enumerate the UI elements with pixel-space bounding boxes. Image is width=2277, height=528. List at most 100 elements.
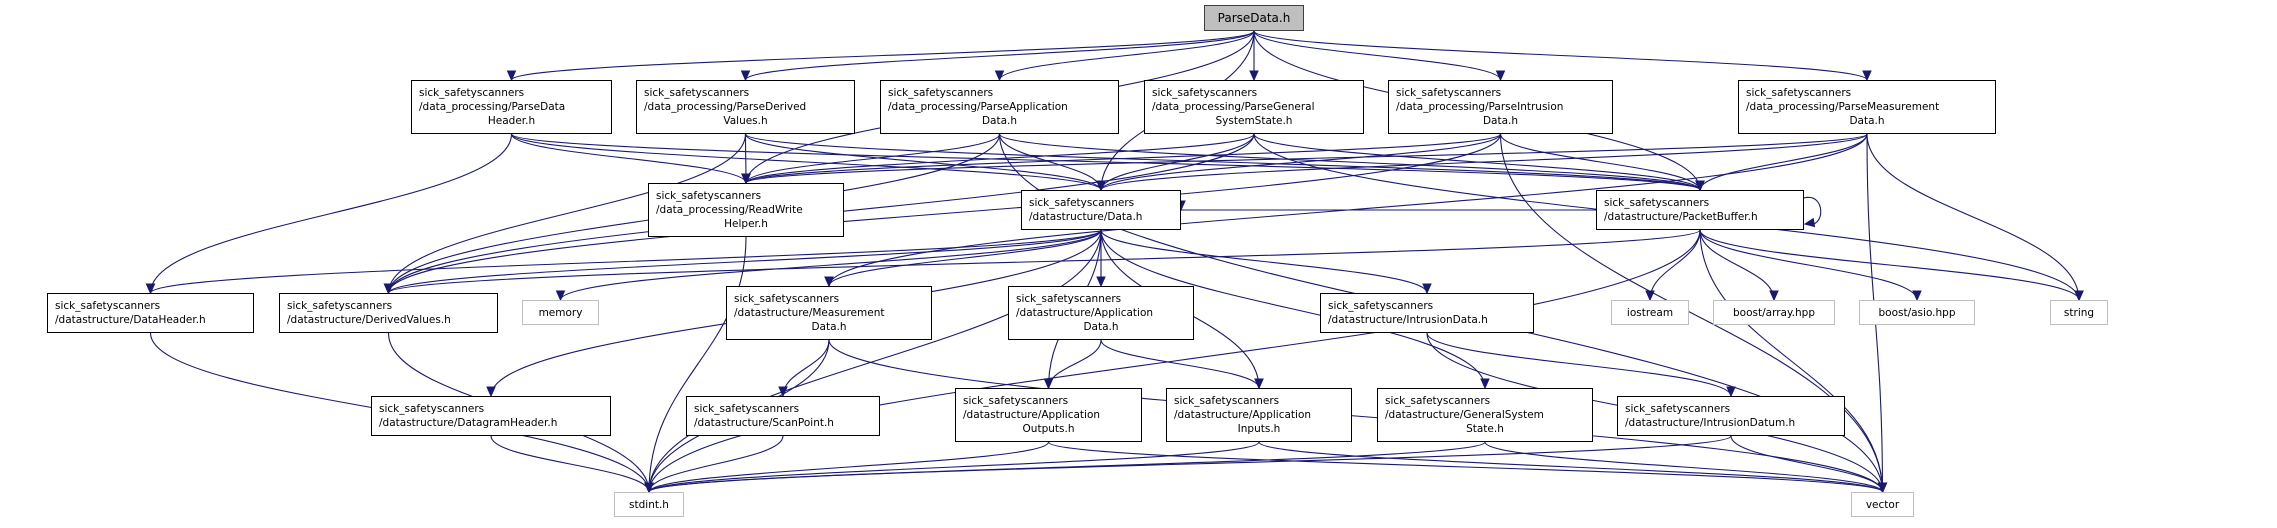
edge-parse-measurement-data-to-read-write-helper-arrowhead bbox=[741, 173, 751, 185]
edge-measurement-data-to-scan-point bbox=[782, 339, 830, 397]
edge-application-data-to-application-outputs bbox=[1047, 339, 1102, 389]
node-measurement-data[interactable]: sick_safetyscanners /datastructure/Measu… bbox=[726, 286, 932, 340]
edge-packet-buffer-to-iostream-arrowhead bbox=[1645, 290, 1655, 302]
node-label-line: Data.h bbox=[811, 321, 847, 333]
node-parse-application-data[interactable]: sick_safetyscanners /data_processing/Par… bbox=[880, 80, 1119, 134]
edge-parse-derived-values-to-packet-buffer bbox=[744, 133, 1701, 191]
node-boost-asio: boost/asio.hpp bbox=[1859, 300, 1975, 325]
node-label-line: SystemState.h bbox=[1215, 115, 1293, 127]
edge-parse-data-header-to-packet-buffer bbox=[510, 133, 1701, 191]
node-boost-array: boost/array.hpp bbox=[1713, 300, 1835, 325]
edge-data-to-data-header bbox=[149, 229, 1102, 294]
node-label-line: /datastructure/Application bbox=[1016, 307, 1154, 319]
node-label-line: sick_safetyscanners bbox=[1625, 403, 1731, 415]
edge-data-to-intrusion-data bbox=[1100, 229, 1428, 294]
edge-parse-derived-values-to-derived-values bbox=[387, 133, 747, 294]
edge-data-to-measurement-data bbox=[828, 229, 1102, 287]
node-label-line: /data_processing/ParseMeasurement bbox=[1746, 101, 1940, 113]
node-label-line: /data_processing/ReadWrite bbox=[656, 204, 803, 216]
node-label-line: sick_safetyscanners bbox=[656, 190, 762, 202]
node-label-line: sick_safetyscanners bbox=[1029, 197, 1135, 209]
node-parse-intrusion-data[interactable]: sick_safetyscanners /data_processing/Par… bbox=[1388, 80, 1613, 134]
edge-root-to-parse-application-data-arrowhead bbox=[994, 70, 1005, 82]
edge-parse-application-data-to-read-write-helper bbox=[745, 133, 1001, 184]
node-string: string bbox=[2050, 300, 2108, 325]
node-parse-measurement-data[interactable]: sick_safetyscanners /data_processing/Par… bbox=[1738, 80, 1996, 134]
node-label-line: sick_safetyscanners bbox=[379, 403, 485, 415]
edge-packet-buffer-to-packet-buffer-arrowhead bbox=[1803, 217, 1816, 228]
node-derived-values[interactable]: sick_safetyscanners /datastructure/Deriv… bbox=[279, 293, 498, 333]
node-parse-general-system-state[interactable]: sick_safetyscanners /data_processing/Par… bbox=[1144, 80, 1364, 134]
node-intrusion-data[interactable]: sick_safetyscanners /datastructure/Intru… bbox=[1320, 293, 1534, 333]
node-label-line: /datastructure/Application bbox=[1174, 409, 1312, 421]
edge-parse-derived-values-to-data bbox=[744, 133, 1102, 191]
edge-general-system-state-to-stdint bbox=[648, 441, 1486, 493]
edge-root-to-parse-derived-values bbox=[744, 30, 1255, 81]
node-parsedata-h[interactable]: ParseData.h bbox=[1204, 5, 1304, 31]
edge-root-to-parse-application-data bbox=[998, 30, 1255, 81]
edge-packet-buffer-to-string-arrowhead bbox=[2074, 290, 2084, 302]
node-application-data[interactable]: sick_safetyscanners /datastructure/Appli… bbox=[1008, 286, 1194, 340]
node-label-line: sick_safetyscanners bbox=[694, 403, 800, 415]
node-label-line: Header.h bbox=[487, 115, 536, 127]
node-label-line: /datastructure/PacketBuffer.h bbox=[1604, 211, 1758, 223]
edge-packet-buffer-to-stdint bbox=[648, 229, 1701, 493]
node-label: memory bbox=[538, 306, 583, 319]
node-label-line: sick_safetyscanners bbox=[1385, 395, 1491, 407]
edge-root-to-parse-intrusion-data-arrowhead bbox=[1495, 70, 1506, 82]
edge-datagram-header-to-stdint bbox=[490, 435, 650, 493]
node-scan-point[interactable]: sick_safetyscanners /datastructure/ScanP… bbox=[686, 396, 880, 436]
node-parse-derived-values[interactable]: sick_safetyscanners /data_processing/Par… bbox=[636, 80, 855, 134]
edge-data-to-measurement-data-arrowhead bbox=[824, 276, 834, 288]
edge-intrusion-data-to-intrusion-datum bbox=[1426, 332, 1732, 397]
node-label-line: sick_safetyscanners bbox=[55, 300, 161, 312]
node-label-line: sick_safetyscanners bbox=[1396, 87, 1502, 99]
edge-application-inputs-to-stdint bbox=[648, 441, 1260, 493]
node-label-line: sick_safetyscanners bbox=[287, 300, 393, 312]
edge-data-to-general-system-state bbox=[1100, 229, 1486, 389]
edge-root-to-parse-data-header-arrowhead bbox=[506, 70, 517, 82]
node-label: vector bbox=[1865, 498, 1900, 511]
node-label-line: sick_safetyscanners bbox=[963, 395, 1069, 407]
edge-read-write-helper-to-stdint bbox=[648, 236, 747, 493]
edge-parse-data-header-to-read-write-helper bbox=[510, 133, 747, 184]
edge-intrusion-datum-to-stdint-arrowhead bbox=[644, 482, 654, 494]
node-application-outputs[interactable]: sick_safetyscanners /datastructure/Appli… bbox=[955, 388, 1142, 442]
node-label-line: /datastructure/Measurement bbox=[734, 307, 885, 319]
node-parse-data-header[interactable]: sick_safetyscanners /data_processing/Par… bbox=[411, 80, 612, 134]
node-label: boost/asio.hpp bbox=[1878, 306, 1956, 319]
edge-packet-buffer-to-derived-values bbox=[387, 229, 1701, 294]
node-label-line: /data_processing/ParseGeneral bbox=[1152, 101, 1315, 113]
node-label-line: /datastructure/Data.h bbox=[1029, 211, 1143, 223]
edge-parse-measurement-data-to-read-write-helper bbox=[745, 133, 1868, 184]
edge-application-outputs-to-stdint bbox=[648, 441, 1050, 493]
edge-parse-measurement-data-to-data bbox=[1100, 133, 1868, 191]
node-label-line: sick_safetyscanners bbox=[1152, 87, 1258, 99]
node-label-line: /datastructure/IntrusionDatum.h bbox=[1625, 417, 1796, 429]
edge-packet-buffer-to-boost-asio-arrowhead bbox=[1912, 290, 1922, 302]
node-label-line: sick_safetyscanners bbox=[734, 293, 840, 305]
node-label-line: Inputs.h bbox=[1237, 423, 1281, 435]
node-intrusion-datum[interactable]: sick_safetyscanners /datastructure/Intru… bbox=[1617, 396, 1845, 436]
node-packet-buffer[interactable]: sick_safetyscanners /datastructure/Packe… bbox=[1596, 190, 1804, 230]
edge-packet-buffer-to-boost-asio bbox=[1699, 229, 1918, 301]
node-label: iostream bbox=[1626, 306, 1674, 319]
node-data-h[interactable]: sick_safetyscanners /datastructure/Data.… bbox=[1021, 190, 1181, 230]
edge-packet-buffer-to-iostream bbox=[1649, 229, 1701, 301]
node-label-line: sick_safetyscanners bbox=[644, 87, 750, 99]
edge-intrusion-data-to-intrusion-datum-arrowhead bbox=[1726, 386, 1736, 398]
edge-application-outputs-to-vector bbox=[1047, 441, 1884, 493]
edge-application-data-to-application-outputs-arrowhead bbox=[1043, 378, 1054, 390]
node-label-line: /data_processing/ParseIntrusion bbox=[1396, 101, 1564, 113]
edge-intrusion-datum-to-vector-arrowhead bbox=[1877, 482, 1888, 494]
node-label-line: sick_safetyscanners bbox=[1328, 300, 1434, 312]
node-general-system-state[interactable]: sick_safetyscanners /datastructure/Gener… bbox=[1377, 388, 1593, 442]
node-datagram-header[interactable]: sick_safetyscanners /datastructure/Datag… bbox=[371, 396, 611, 436]
edge-parse-intrusion-data-to-derived-values bbox=[387, 133, 1502, 294]
node-application-inputs[interactable]: sick_safetyscanners /datastructure/Appli… bbox=[1166, 388, 1352, 442]
edge-root-to-parse-intrusion-data bbox=[1253, 30, 1502, 81]
node-data-header[interactable]: sick_safetyscanners /datastructure/DataH… bbox=[47, 293, 254, 333]
node-read-write-helper[interactable]: sick_safetyscanners /data_processing/Rea… bbox=[648, 183, 844, 237]
node-iostream: iostream bbox=[1611, 300, 1689, 325]
edge-data-to-application-data-arrowhead bbox=[1096, 276, 1106, 288]
